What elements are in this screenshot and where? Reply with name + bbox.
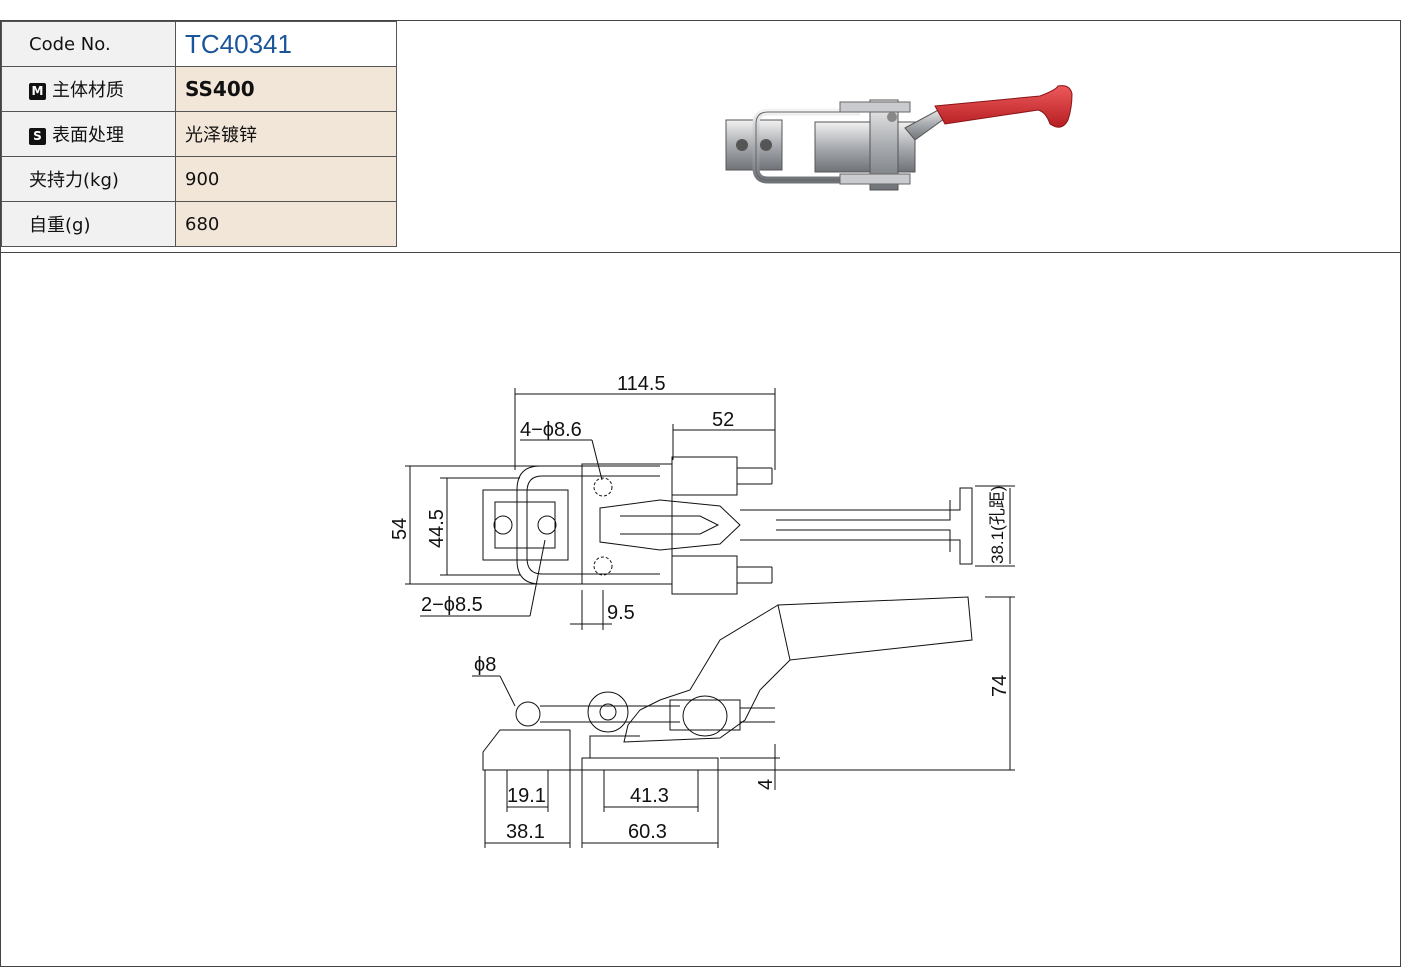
material-badge-icon: M [29, 83, 46, 100]
force-value: 900 [175, 156, 397, 202]
dim-holes-top: 4−ϕ8.6 [520, 419, 582, 441]
technical-drawing: 114.5 52 4−ϕ8.6 54 44.5 2−ϕ8.5 9.5 38.1(… [389, 373, 1015, 848]
force-label: 夹持力(kg) [1, 156, 176, 202]
spec-row-force: 夹持力(kg) 900 [1, 156, 397, 202]
dim-54: 54 [389, 518, 411, 540]
dim-hole-pitch: 38.1(孔距) [988, 486, 1007, 564]
photo-base [814, 99, 916, 191]
photo-handle [904, 85, 1073, 141]
material-value: SS400 [185, 77, 255, 101]
code-label: Code No. [1, 21, 176, 67]
weight-label: 自重(g) [1, 201, 176, 247]
spec-row-material: M 主体材质 SS400 [1, 66, 397, 112]
dim-4: 4 [755, 779, 777, 790]
section-divider [0, 252, 1401, 253]
drawing-lines [405, 388, 1015, 848]
dim-41-3: 41.3 [630, 785, 669, 807]
dim-74: 74 [989, 675, 1011, 697]
product-photo [725, 85, 1073, 191]
code-value: TC40341 [185, 28, 292, 59]
dim-holes-bottom: 2−ϕ8.5 [421, 594, 483, 616]
surface-badge-icon: S [29, 128, 46, 145]
dim-overall-length: 114.5 [617, 373, 666, 395]
spec-row-weight: 自重(g) 680 [1, 201, 397, 247]
dim-60-3: 60.3 [628, 821, 667, 843]
dim-38-1: 38.1 [506, 821, 545, 843]
spec-row-code: Code No. TC40341 [1, 21, 397, 67]
surface-label: 表面处理 [52, 125, 124, 146]
surface-value: 光泽镀锌 [175, 111, 397, 157]
material-label: 主体材质 [52, 80, 124, 101]
dim-19-1: 19.1 [507, 785, 546, 807]
spec-row-surface: S 表面处理 光泽镀锌 [1, 111, 397, 157]
dim-44-5: 44.5 [426, 509, 448, 548]
photo-u-hook [752, 108, 860, 184]
dim-phi8: ϕ8 [474, 654, 496, 676]
weight-value: 680 [175, 201, 397, 247]
dim-9-5: 9.5 [607, 602, 635, 624]
dim-52: 52 [712, 409, 734, 431]
